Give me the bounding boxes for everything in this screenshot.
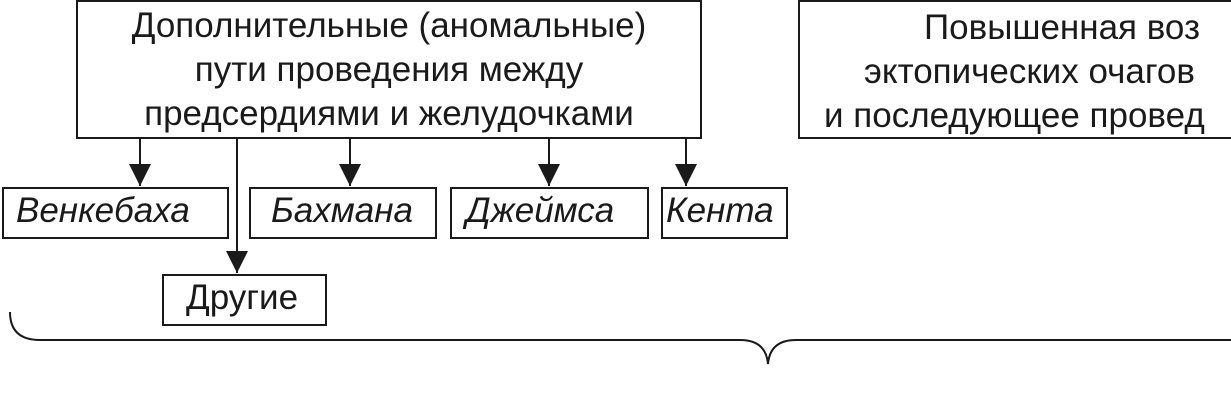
bachmann-path-box: Бахмана <box>249 187 437 239</box>
anomalous-pathways-line-3: предсердиями и желудочками <box>144 93 634 133</box>
kent-path-label: Кента <box>666 191 774 230</box>
curly-brace <box>9 311 1231 365</box>
anomalous-pathways-line-1: Дополнительные (аномальные) <box>131 5 647 45</box>
anomalous-pathways-box: Дополнительные (аномальные) пути проведе… <box>76 0 702 139</box>
venkebach-path-label: Венкебаха <box>16 191 190 230</box>
kent-path-box: Кента <box>661 187 788 239</box>
ectopic-foci-box: Повышенная воз эктопических очагов и пос… <box>798 0 1231 139</box>
other-paths-label: Другие <box>186 278 299 317</box>
ectopic-foci-line-1: Повышенная воз <box>924 8 1201 47</box>
ectopic-foci-line-3: и последующее провед <box>824 96 1205 135</box>
ectopic-foci-line-2: эктопических очагов <box>864 52 1195 91</box>
venkebach-path-box: Венкебаха <box>2 187 229 239</box>
anomalous-pathways-line-2: пути проведения между <box>194 49 584 89</box>
james-path-label: Джеймса <box>466 191 615 230</box>
other-paths-box: Другие <box>162 274 327 326</box>
james-path-box: Джеймса <box>450 187 649 239</box>
bachmann-path-label: Бахмана <box>271 191 413 230</box>
